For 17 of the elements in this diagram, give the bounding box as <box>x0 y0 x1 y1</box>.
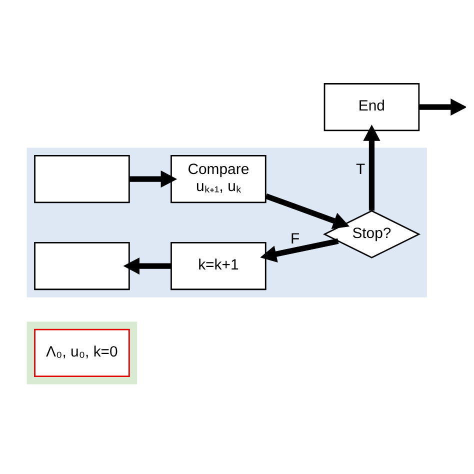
arrow <box>419 98 466 116</box>
node-diamond: Stop? <box>322 210 420 258</box>
arrow <box>265 192 350 228</box>
arrow <box>260 238 339 262</box>
node-box: Λ₀, u₀, k=0 <box>34 328 130 376</box>
arrow <box>123 256 172 274</box>
arrow <box>129 170 178 188</box>
node-box <box>34 154 130 203</box>
edge-label: T <box>356 160 366 178</box>
node-box <box>34 241 130 290</box>
edge-label: F <box>290 230 300 247</box>
node-box: Compare uₖ₊₁, uₖ <box>170 154 266 203</box>
node-box: End <box>324 82 420 131</box>
cluster <box>26 147 427 297</box>
node-box: k=k+1 <box>170 241 266 290</box>
cluster <box>26 321 138 384</box>
arrow <box>363 124 380 210</box>
